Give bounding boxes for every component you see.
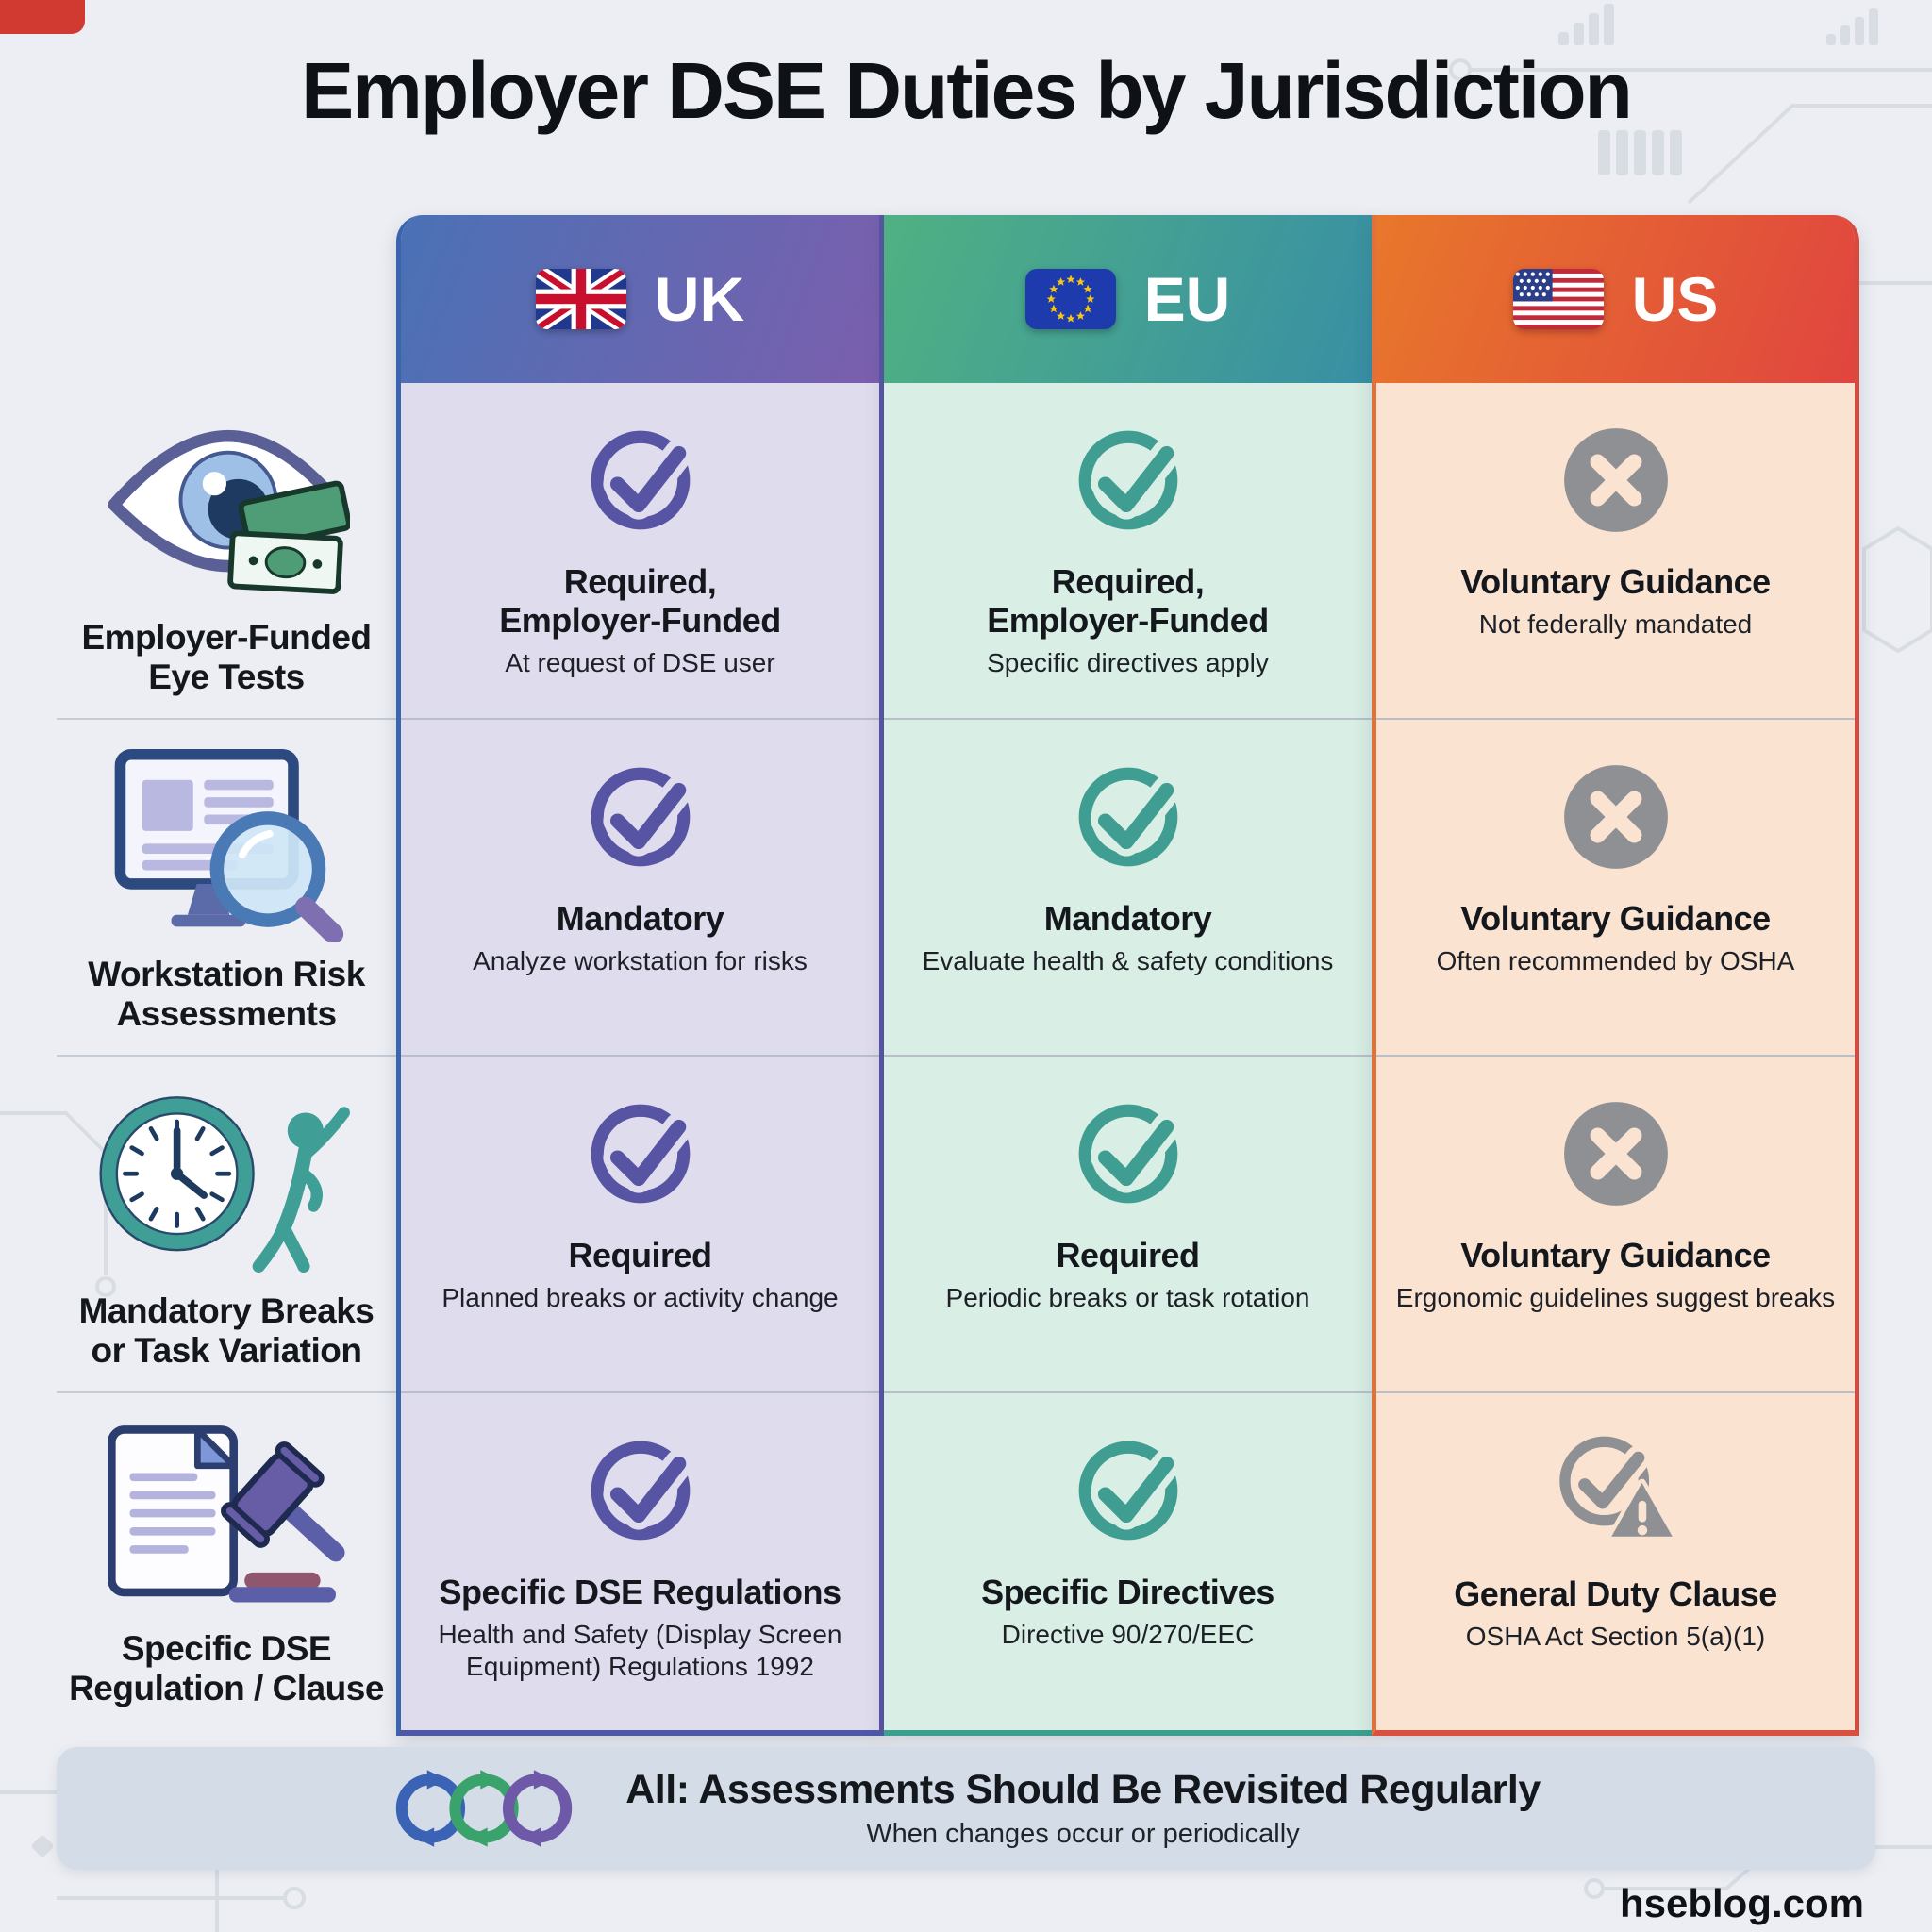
- row-label-eye-tests: Employer-Funded Eye Tests: [57, 383, 396, 720]
- cross-icon: [1558, 1096, 1674, 1211]
- cell-title: Required, Employer-Funded: [499, 562, 781, 641]
- cell-subtitle: Periodic breaks or task rotation: [945, 1283, 1310, 1313]
- cell-title: Mandatory: [556, 899, 724, 938]
- cell-subtitle: Ergonomic guidelines suggest breaks: [1395, 1283, 1836, 1313]
- row-label-regulation: Specific DSE Regulation / Clause: [57, 1393, 396, 1730]
- monitor-magnifier-icon: [106, 741, 347, 942]
- corner-decoration: [0, 0, 85, 34]
- cell-uk-breaks: Required Planned breaks or activity chan…: [401, 1057, 879, 1393]
- check-icon: [1071, 759, 1186, 874]
- check-warning-icon: [1548, 1429, 1684, 1550]
- us-flag-icon: [1513, 269, 1604, 329]
- cell-title: Voluntary Guidance: [1460, 1236, 1771, 1274]
- cell-subtitle: OSHA Act Section 5(a)(1): [1465, 1622, 1766, 1652]
- check-icon: [583, 423, 698, 538]
- page-title: Employer DSE Duties by Jurisdiction: [301, 46, 1633, 135]
- eu-header: EU: [884, 215, 1372, 383]
- cell-uk-regulation: Specific DSE Regulations Health and Safe…: [401, 1393, 879, 1730]
- cell-title: Required: [568, 1236, 712, 1274]
- document-gavel-icon: [95, 1416, 358, 1616]
- row-label-breaks: Mandatory Breaks or Task Variation: [57, 1057, 396, 1393]
- cell-us-eye-tests: Voluntary Guidance Not federally mandate…: [1376, 383, 1855, 720]
- cell-us-breaks: Voluntary Guidance Ergonomic guidelines …: [1376, 1057, 1855, 1393]
- cell-us-regulation: General Duty Clause OSHA Act Section 5(a…: [1376, 1393, 1855, 1730]
- row-label-text: Employer-Funded Eye Tests: [81, 618, 372, 696]
- cell-title: General Duty Clause: [1454, 1574, 1777, 1613]
- cell-title: Voluntary Guidance: [1460, 562, 1771, 601]
- cross-icon: [1558, 759, 1674, 874]
- eye-money-icon: [103, 405, 350, 605]
- check-icon: [1071, 1096, 1186, 1211]
- column-uk: UK Required, Employer-Funded At request …: [396, 215, 884, 1736]
- us-header-label: US: [1631, 264, 1719, 334]
- clock-stretch-icon: [87, 1078, 366, 1278]
- eu-flag-icon: [1025, 269, 1116, 329]
- check-icon: [583, 1096, 698, 1211]
- cell-subtitle: Planned breaks or activity change: [441, 1283, 839, 1313]
- cell-subtitle: Analyze workstation for risks: [473, 946, 808, 976]
- watermark: hseblog.com: [1619, 1881, 1864, 1925]
- cell-subtitle: Often recommended by OSHA: [1436, 946, 1795, 976]
- footer-subtitle: When changes occur or periodically: [866, 1819, 1300, 1849]
- row-label-text: Workstation Risk Assessments: [88, 955, 365, 1033]
- cell-title: Voluntary Guidance: [1460, 899, 1771, 938]
- cell-title: Specific Directives: [981, 1573, 1274, 1611]
- uk-flag-icon: [536, 269, 626, 329]
- cell-eu-workstation: Mandatory Evaluate health & safety condi…: [884, 720, 1372, 1057]
- cell-uk-eye-tests: Required, Employer-Funded At request of …: [401, 383, 879, 720]
- footer-title: All: Assessments Should Be Revisited Reg…: [625, 1767, 1541, 1812]
- cell-title: Required, Employer-Funded: [987, 562, 1269, 641]
- cell-title: Specific DSE Regulations: [439, 1573, 841, 1611]
- cell-eu-eye-tests: Required, Employer-Funded Specific direc…: [884, 383, 1372, 720]
- cell-title: Required: [1056, 1236, 1200, 1274]
- eu-header-label: EU: [1143, 264, 1231, 334]
- cell-title: Mandatory: [1043, 899, 1212, 938]
- cell-eu-regulation: Specific Directives Directive 90/270/EEC: [884, 1393, 1372, 1730]
- column-us: US Voluntary Guidance Not federally mand…: [1372, 215, 1859, 1736]
- comparison-table: Employer-Funded Eye Tests: [57, 215, 1859, 1736]
- labels-header-spacer: [57, 215, 396, 383]
- cell-subtitle: Specific directives apply: [987, 648, 1269, 678]
- column-eu: EU Required, Employer-Funded Specific di…: [884, 215, 1372, 1736]
- cell-us-workstation: Voluntary Guidance Often recommended by …: [1376, 720, 1855, 1057]
- check-icon: [583, 759, 698, 874]
- row-label-workstation: Workstation Risk Assessments: [57, 720, 396, 1057]
- us-header: US: [1376, 215, 1855, 383]
- uk-header-label: UK: [654, 264, 745, 334]
- row-label-text: Mandatory Breaks or Task Variation: [78, 1291, 375, 1370]
- check-icon: [1071, 1433, 1186, 1548]
- cell-eu-breaks: Required Periodic breaks or task rotatio…: [884, 1057, 1372, 1393]
- cell-subtitle: At request of DSE user: [505, 648, 775, 678]
- check-icon: [1071, 423, 1186, 538]
- cell-uk-workstation: Mandatory Analyze workstation for risks: [401, 720, 879, 1057]
- cell-subtitle: Not federally mandated: [1478, 609, 1753, 640]
- footer-note: All: Assessments Should Be Revisited Reg…: [57, 1747, 1875, 1870]
- check-icon: [583, 1433, 698, 1548]
- cell-subtitle: Directive 90/270/EEC: [1001, 1620, 1255, 1650]
- uk-header: UK: [401, 215, 879, 383]
- recycle-arrows-icon: [396, 1770, 573, 1847]
- row-label-text: Specific DSE Regulation / Clause: [69, 1629, 384, 1707]
- row-labels-column: Employer-Funded Eye Tests: [57, 215, 396, 1736]
- cell-subtitle: Health and Safety (Display Screen Equipm…: [438, 1620, 842, 1682]
- cross-icon: [1558, 423, 1674, 538]
- cell-subtitle: Evaluate health & safety conditions: [922, 946, 1334, 976]
